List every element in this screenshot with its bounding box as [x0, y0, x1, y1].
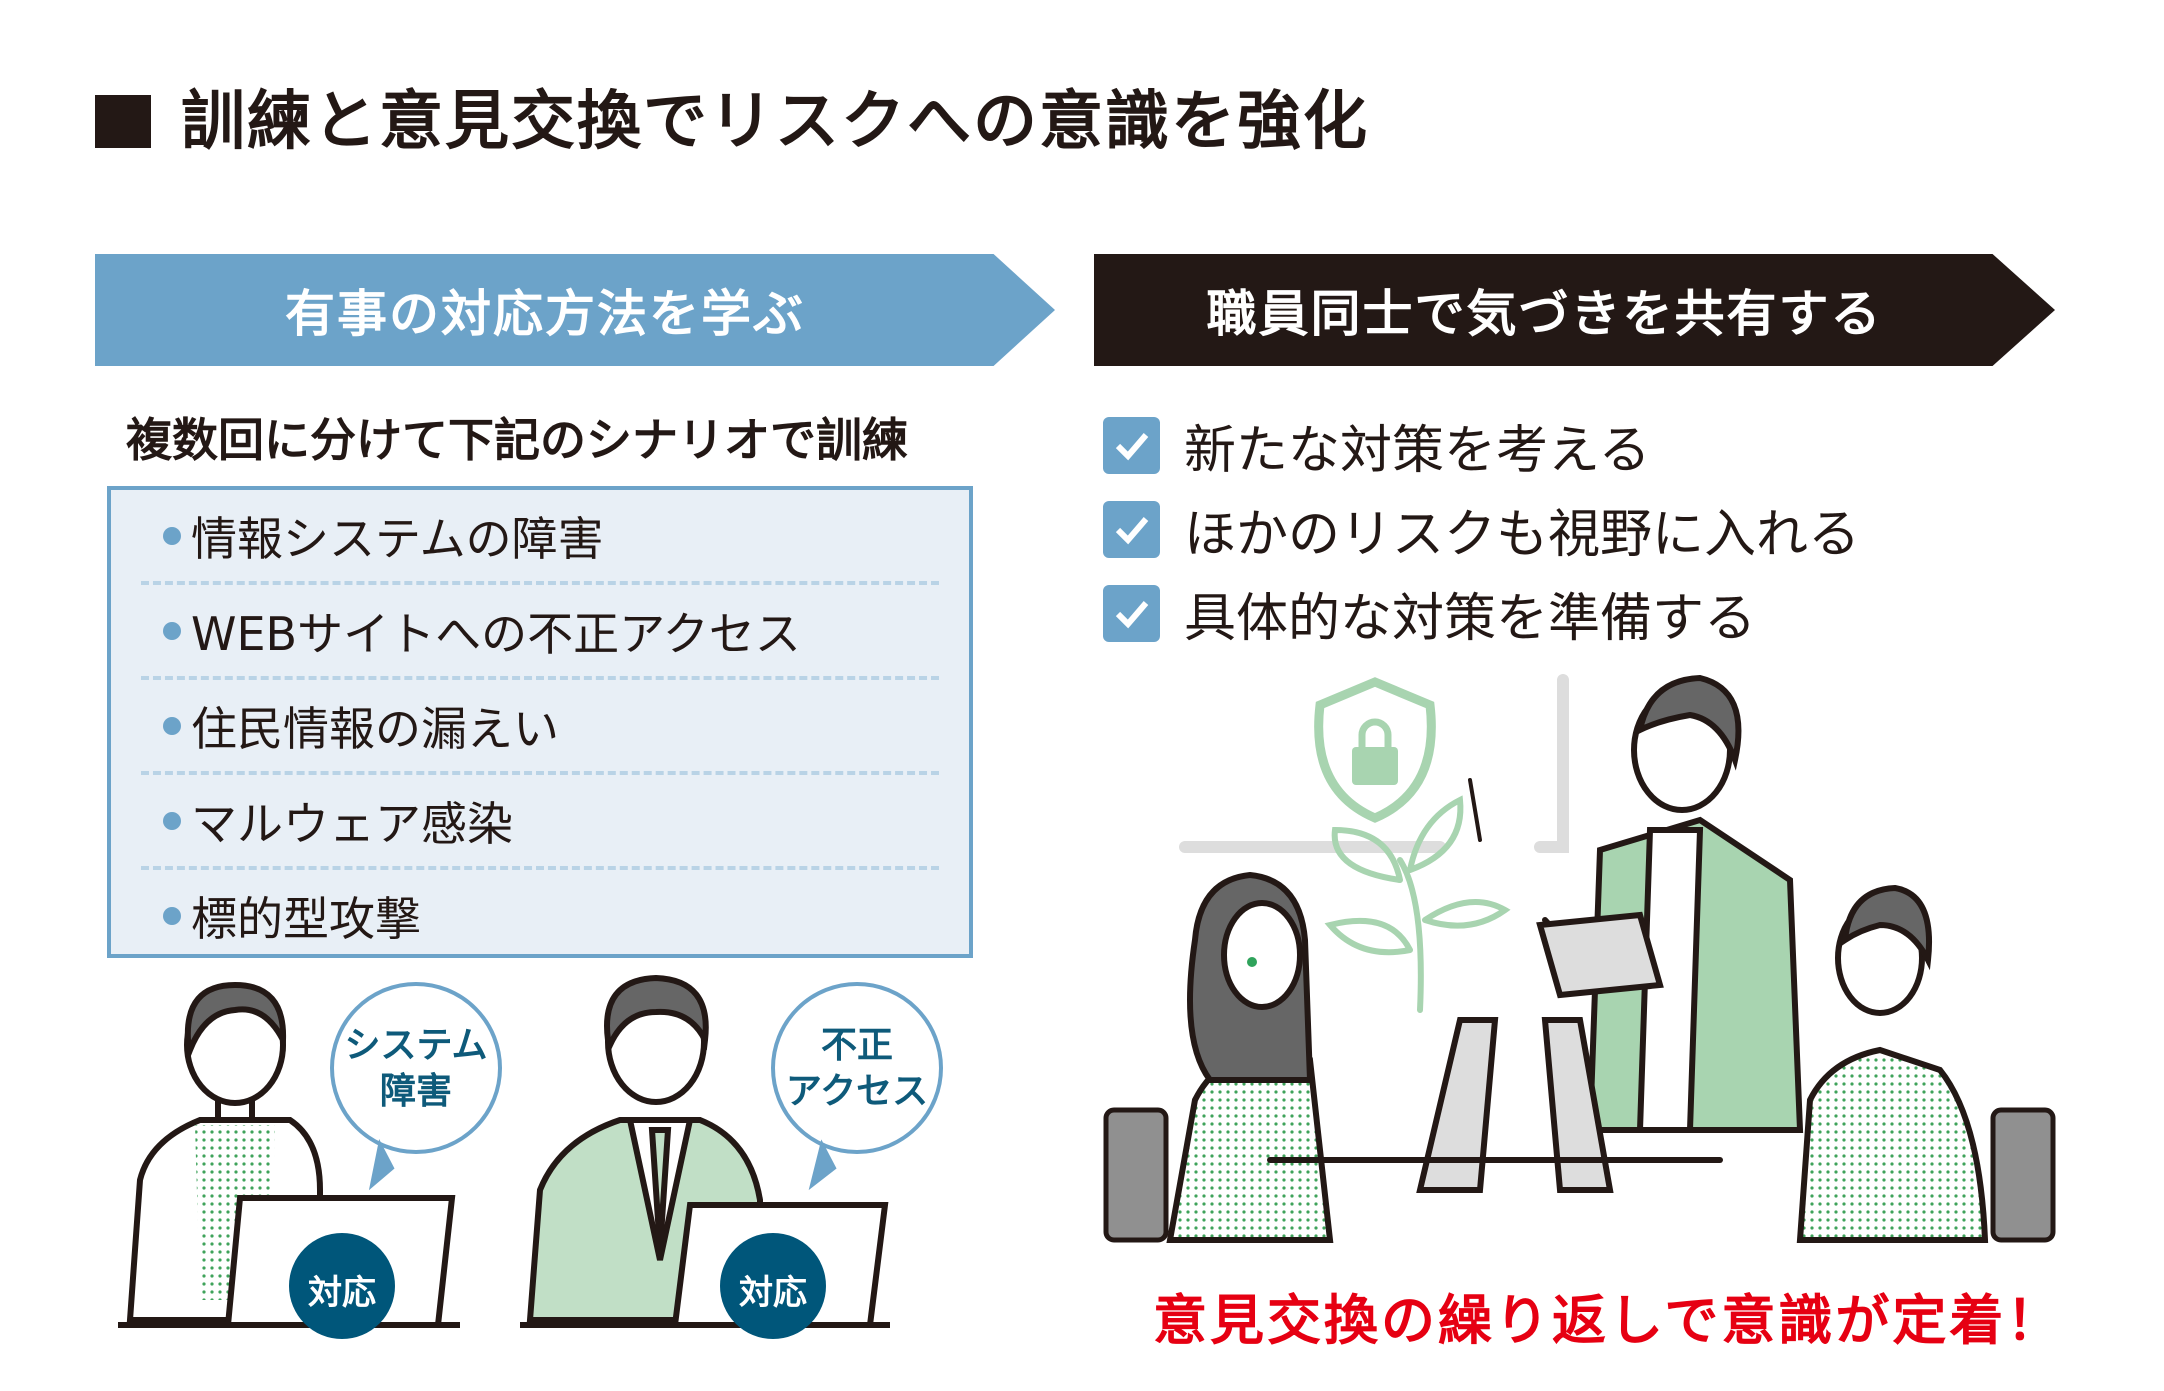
response-badge — [720, 1233, 826, 1339]
checklist-label: ほかのリスクも視野に入れる — [1184, 505, 1861, 565]
checklist-item: ほかのリスクも視野に入れる — [1103, 492, 1860, 567]
scenario-label: 標的型攻撃 — [191, 891, 421, 946]
checklist-label: 新たな対策を考える — [1184, 421, 1651, 481]
scenario-item: マルウェア感染 — [141, 775, 939, 870]
bubble-line: 障害 — [379, 1071, 452, 1112]
meeting-illustration — [1103, 674, 2056, 1243]
checkbox-checked-icon — [1103, 585, 1160, 642]
bullet-icon — [163, 526, 181, 545]
scenario-item: WEBサイトへの不正アクセス — [141, 585, 939, 680]
bullet-icon — [163, 716, 181, 735]
scenario-item: 標的型攻撃 — [141, 870, 939, 961]
bubble-line: 不正 — [820, 1025, 893, 1066]
page-title: 訓練と意見交換でリスクへの意識を強化 — [181, 85, 1369, 159]
checkbox-checked-icon — [1103, 417, 1160, 474]
response-badge — [289, 1233, 395, 1339]
title-square-icon — [95, 95, 151, 148]
plant-icon — [1324, 795, 1511, 1013]
closing-message: 意見交換の繰り返しで意識が定着！ — [1153, 1289, 2064, 1352]
bullet-icon — [163, 621, 181, 640]
scenario-item: 情報システムの障害 — [141, 490, 939, 585]
scenario-list: 情報システムの障害 WEBサイトへの不正アクセス 住民情報の漏えい マルウェア感… — [107, 486, 973, 958]
bullet-icon — [163, 906, 181, 925]
man-at-laptop-illustration — [520, 974, 890, 1328]
checkbox-checked-icon — [1103, 501, 1160, 558]
scenario-label: WEBサイトへの不正アクセス — [191, 606, 801, 661]
bubble-label-unauthorized-access: 不正 アクセス — [773, 1023, 941, 1115]
scenario-subheading: 複数回に分けて下記のシナリオで訓練 — [126, 413, 908, 467]
scenario-label: マルウェア感染 — [191, 796, 513, 851]
scenario-label: 情報システムの障害 — [191, 511, 604, 566]
bubble-line: アクセス — [785, 1071, 929, 1112]
speech-bubble — [330, 982, 943, 1191]
scenario-item: 住民情報の漏えい — [141, 680, 939, 775]
banner-learn-response: 有事の対応方法を学ぶ — [95, 254, 1055, 366]
response-badge-label: 対応 — [739, 1273, 807, 1313]
banner-share-awareness: 職員同士で気づきを共有する — [1094, 254, 2055, 366]
response-badge-label: 対応 — [308, 1273, 376, 1313]
shield-lock-icon — [1314, 677, 1436, 823]
checklist-label: 具体的な対策を準備する — [1184, 589, 1757, 649]
bubble-line: システム — [344, 1025, 488, 1066]
checklist-item: 新たな対策を考える — [1103, 408, 1650, 483]
checklist-item: 具体的な対策を準備する — [1103, 576, 1756, 651]
scenario-label: 住民情報の漏えい — [191, 701, 559, 756]
bubble-label-system-failure: システム 障害 — [332, 1023, 500, 1115]
bullet-icon — [163, 811, 181, 830]
